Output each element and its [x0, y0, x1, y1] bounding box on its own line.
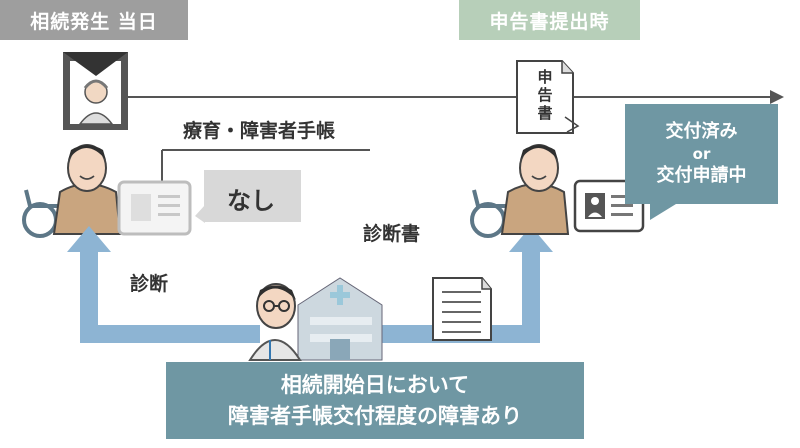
diagnosis-arrow — [67, 226, 260, 343]
diagnosis-certificate-document-icon — [432, 277, 492, 341]
conclusion-text: 相続開始日において 障害者手帳交付程度の障害あり — [166, 362, 584, 439]
status-text: 交付済み or 交付申請中 — [625, 104, 778, 204]
memorial-portrait-icon — [63, 52, 128, 130]
hospital-icon — [297, 277, 383, 361]
person-wheelchair-right-icon — [470, 144, 570, 238]
status-applying: 交付申請中 — [656, 165, 747, 186]
header-day-of-inheritance: 相続発生 当日 — [0, 0, 188, 40]
status-speech-bubble — [625, 104, 778, 220]
diagnosis-certificate-label: 診断書 — [363, 223, 421, 245]
conclusion-box — [166, 362, 584, 439]
disability-handbook-label: 療育・障害者手帳 — [183, 120, 336, 142]
tax-return-document-icon — [516, 60, 580, 134]
doctor-icon — [248, 283, 302, 361]
none-speech-bubble — [195, 170, 301, 223]
disability-card-absent-icon — [117, 180, 192, 236]
header-filing-time: 申告書提出時 — [459, 0, 640, 40]
conclusion-line-1: 相続開始日において — [280, 372, 470, 397]
tax-return-document-label: 申 告 書 — [537, 68, 553, 122]
person-wheelchair-left-icon — [22, 144, 122, 238]
conclusion-line-2: 障害者手帳交付程度の障害あり — [228, 403, 522, 428]
timeline-arrow — [128, 90, 784, 104]
diagnosis-label: 診断 — [130, 273, 169, 295]
handbook-connector-line — [161, 149, 370, 186]
status-issued: 交付済み — [665, 121, 738, 142]
status-or: or — [692, 145, 711, 163]
none-label: なし — [227, 187, 275, 215]
